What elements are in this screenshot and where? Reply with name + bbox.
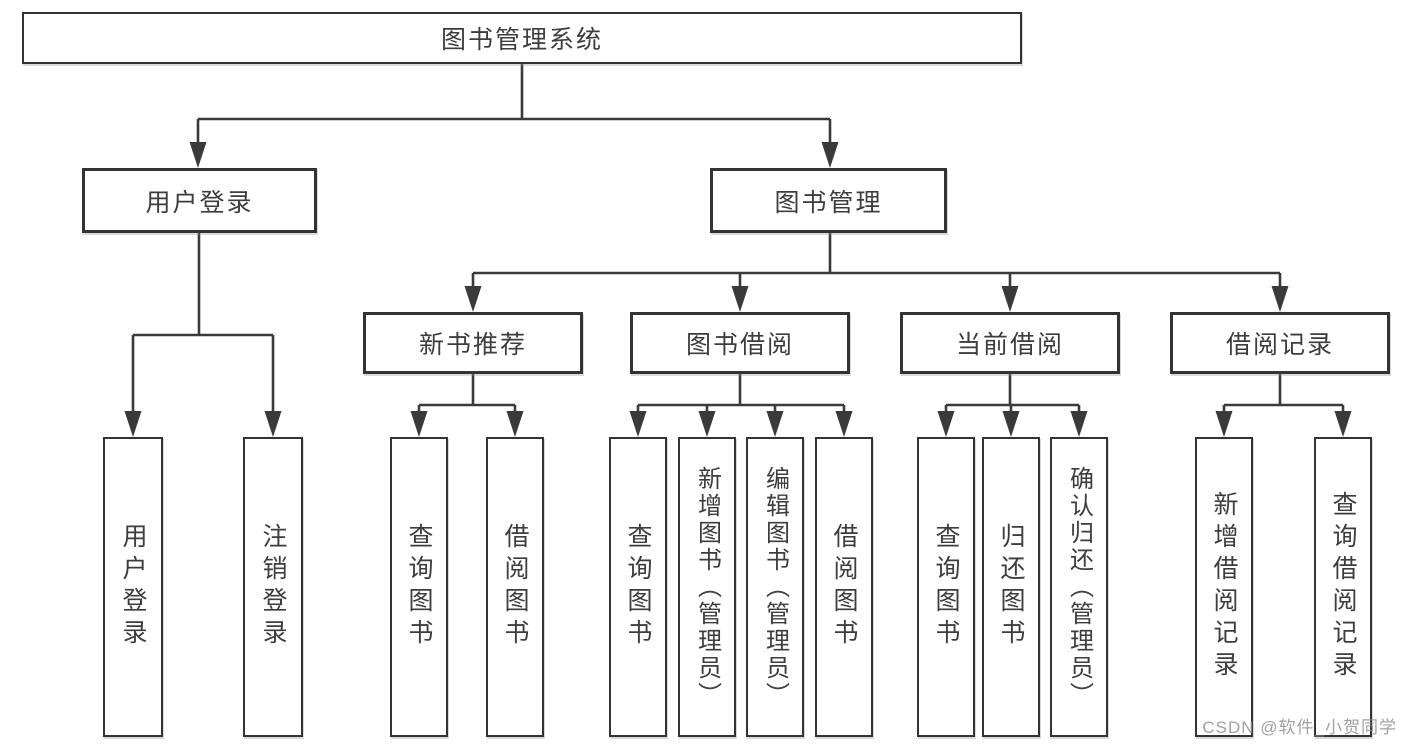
node-new-book-recommend: 新书推荐 — [363, 312, 583, 374]
node-current-borrow: 当前借阅 — [900, 312, 1120, 374]
csdn-watermark: CSDN @软件_小贺同学 — [1202, 718, 1397, 737]
leaf-confirm-return-admin: 确认归还（管理员） — [1050, 437, 1108, 737]
leaf-return-books: 归还图书 — [982, 437, 1040, 737]
leaf-query-books-current: 查询图书 — [917, 437, 975, 737]
node-borrow-records: 借阅记录 — [1170, 312, 1390, 374]
leaf-query-books-recommend: 查询图书 — [390, 437, 448, 737]
node-library-management-system: 图书管理系统 — [22, 12, 1022, 64]
node-user-login: 用户登录 — [82, 168, 317, 233]
leaf-add-books-admin: 新增图书（管理员） — [678, 437, 736, 737]
leaf-user-login: 用户登录 — [103, 437, 163, 737]
leaf-add-borrow-record: 新增借阅记录 — [1195, 437, 1253, 737]
leaf-edit-books-admin: 编辑图书（管理员） — [746, 437, 804, 737]
node-book-borrow: 图书借阅 — [630, 312, 850, 374]
leaf-borrow-books: 借阅图书 — [815, 437, 873, 737]
leaf-borrow-books-recommend: 借阅图书 — [486, 437, 544, 737]
leaf-logout: 注销登录 — [243, 437, 303, 737]
leaf-query-books-borrow: 查询图书 — [609, 437, 667, 737]
node-book-management: 图书管理 — [710, 168, 947, 233]
leaf-query-borrow-record: 查询借阅记录 — [1314, 437, 1372, 737]
